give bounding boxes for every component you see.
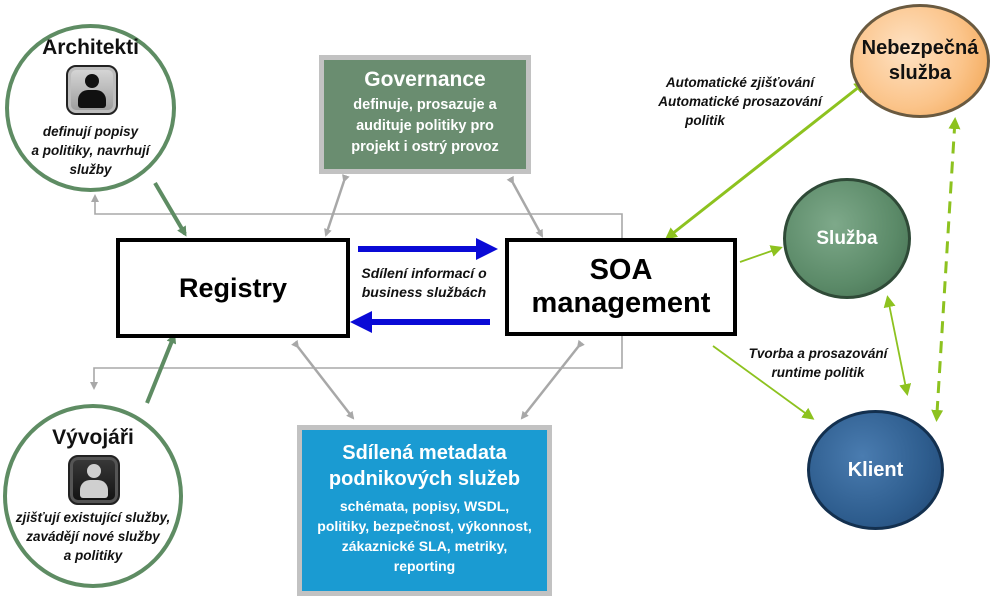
feedback-line-top (91, 194, 623, 238)
arrow-soa-sluzba (739, 245, 783, 263)
arrow-governance-registry (324, 174, 350, 237)
soa-title-2: management (531, 287, 711, 319)
governance-box: Governance definuje, prosazuje a audituj… (319, 55, 531, 174)
architekti-desc: definují popisy a politiky, navrhují slu… (31, 124, 150, 177)
role-architekti: Architekti definují popisy a politiky, n… (5, 24, 176, 192)
person-icon (68, 455, 120, 505)
architekti-title: Architekti (42, 36, 139, 59)
governance-desc: definuje, prosazuje a audituje politiky … (351, 97, 499, 155)
arrow-soa-klient (712, 345, 815, 420)
arrow-governance-soa (506, 175, 544, 238)
registry-title: Registry (178, 272, 288, 303)
sharing-label: Sdílení informací o business službách (361, 265, 487, 300)
sluzba-node: Služba (783, 178, 911, 299)
metadata-title: Sdílená metadata podnikových služeb (328, 442, 521, 490)
nebezpecna-sluzba-node: Nebezpečná služba (850, 4, 990, 118)
sluzba-title: Služba (816, 227, 878, 249)
arrow-vyvojari-registry (145, 333, 177, 404)
registry-box: Registry (116, 238, 350, 338)
arrow-klient-nebezpecna (931, 117, 961, 422)
feedback-line-bottom (90, 336, 623, 390)
person-icon (66, 65, 118, 115)
soa-management-box: SOA management (505, 238, 737, 336)
soa-title-1: SOA (589, 254, 653, 286)
klient-title: Klient (847, 458, 904, 481)
klient-node: Klient (807, 410, 944, 530)
arrow-soa-nebezpecna (664, 81, 867, 240)
vyvojari-title: Vývojáři (52, 426, 134, 449)
role-vyvojari: Vývojáři zjišťují existující služby, zav… (3, 404, 183, 588)
auto-label: Automatické zjišťování Automatické prosa… (658, 75, 822, 128)
arrow-architekti-registry (153, 181, 187, 237)
nebezpecna-title: Nebezpečná služba (861, 37, 979, 84)
metadata-desc: schémata, popisy, WSDL, politiky, bezpeč… (317, 498, 532, 574)
governance-title: Governance (364, 68, 486, 91)
metadata-box: Sdílená metadata podnikových služeb sché… (297, 425, 552, 596)
arrow-registry-metadata (291, 339, 355, 420)
arrow-sluzba-klient (883, 295, 912, 396)
arrow-soa-metadata (520, 339, 585, 420)
vyvojari-desc: zjišťují existující služby, zavádějí nov… (15, 510, 171, 563)
runtime-label: Tvorba a prosazování runtime politik (748, 346, 888, 380)
